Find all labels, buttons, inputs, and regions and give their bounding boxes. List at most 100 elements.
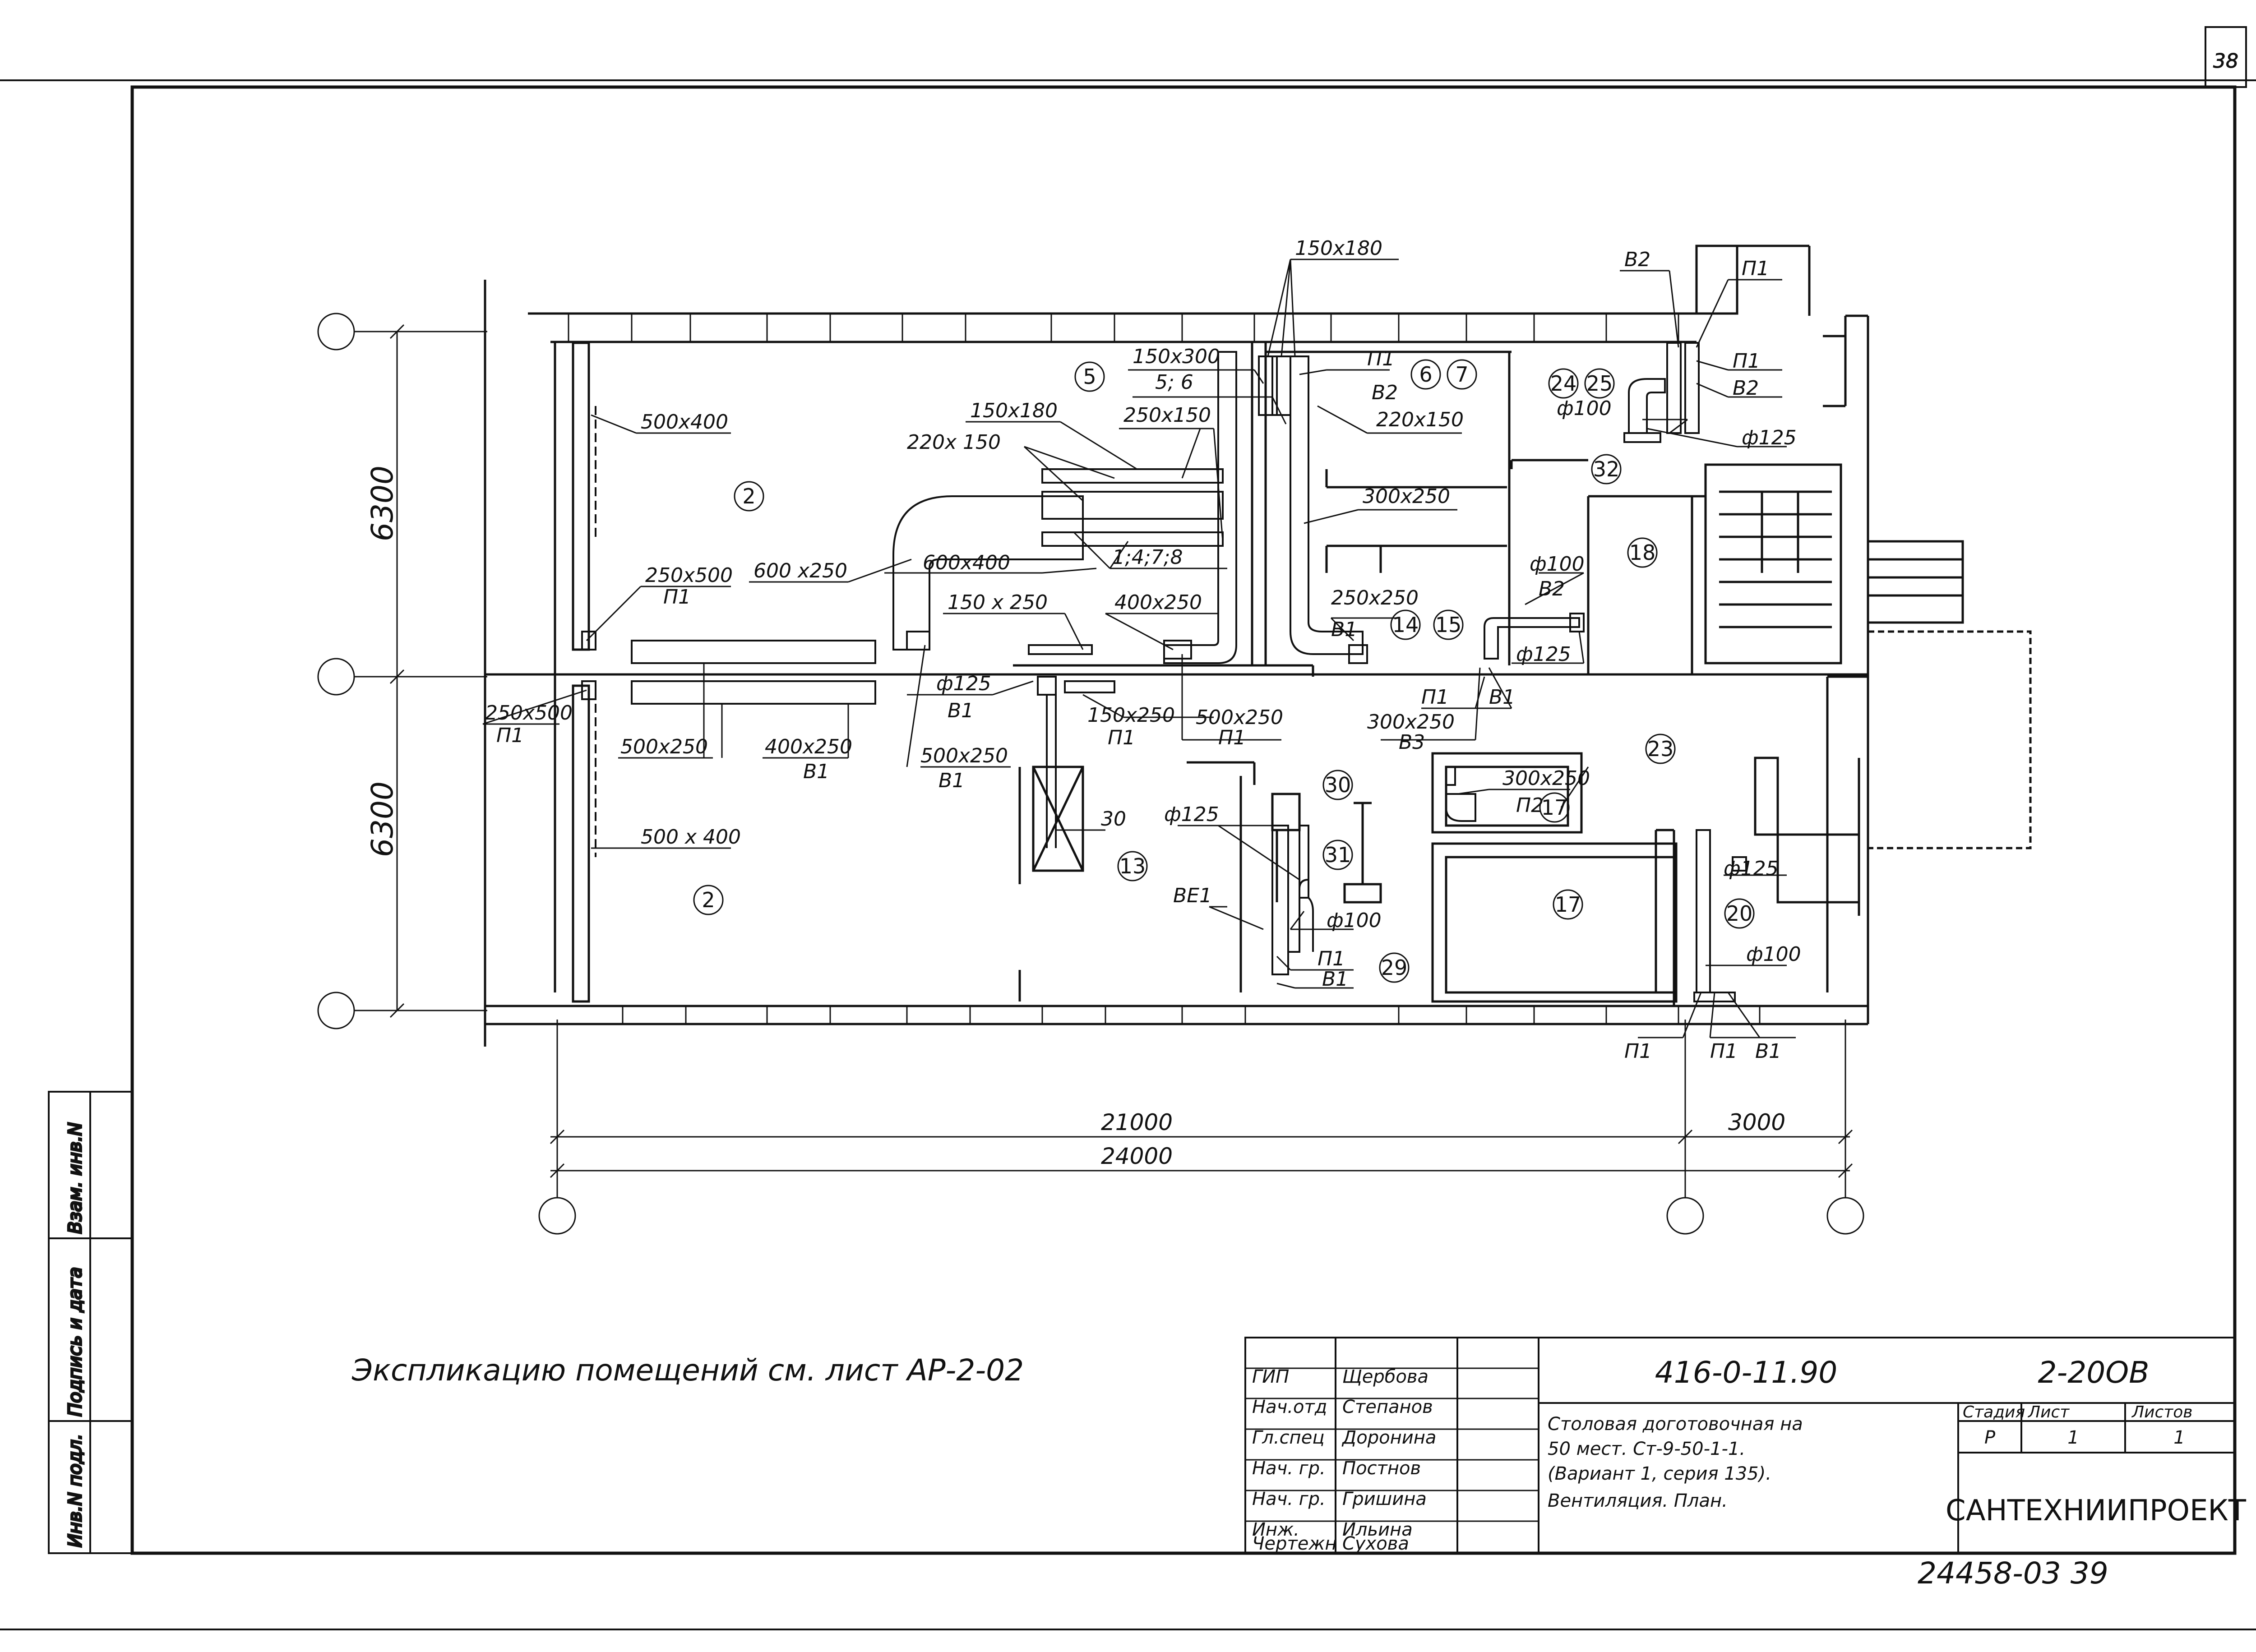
- leader-lines: [482, 258, 1796, 1038]
- room-23: 23: [1647, 737, 1674, 761]
- side-stamp: Инв.N подл. Подпись и дата Взам. инв.N: [48, 1091, 133, 1554]
- dim-24000: 24000: [1101, 1143, 1173, 1169]
- sheets-header: Листов: [2131, 1403, 2192, 1421]
- room-circles: [693, 359, 1755, 983]
- room-numbers: 2 2 5 6 7 13 14 15 17 17 18 20 23 24 25 …: [702, 362, 1752, 980]
- sheets-value: 1: [2173, 1427, 2185, 1448]
- sheet-number: 38: [2213, 50, 2238, 73]
- organization-name: САНТЕХНИИПРОЕКТ: [1946, 1494, 2247, 1527]
- role-3: Нач. гр.: [1252, 1458, 1326, 1479]
- dim-vertical-top: 6300: [365, 466, 400, 541]
- label-500x400-bottom: 500 x 400: [641, 826, 741, 849]
- sheet-code: 2-20ОВ: [2038, 1355, 2149, 1390]
- axis-bubble-bottom: [317, 992, 355, 1029]
- label-p1-b: П1: [496, 724, 524, 747]
- label-p1-f: П1: [1421, 686, 1449, 709]
- room-explication-note: Экспликацию помещений см. лист АР-2-02: [351, 1353, 1024, 1388]
- label-phi125-stair: ф125: [1742, 426, 1797, 449]
- role-2: Гл.спец: [1252, 1427, 1325, 1448]
- label-phi100-b2: ф100: [1530, 553, 1585, 576]
- title-block: [1244, 1337, 2236, 1554]
- label-b1-g: В1: [1755, 1040, 1781, 1063]
- label-500x250-b1: 500x250: [920, 744, 1008, 767]
- label-phi125-20: ф125: [1724, 857, 1779, 880]
- description-line-2: 50 мест. Ст-9-50-1-1.: [1548, 1439, 1745, 1459]
- label-b1-d: В1: [1331, 618, 1357, 641]
- name-1: Степанов: [1342, 1397, 1433, 1417]
- room-18: 18: [1629, 540, 1656, 565]
- label-150x180-left: 150x180: [970, 399, 1058, 422]
- label-400x250-mid: 400x250: [1114, 591, 1202, 614]
- axis-bubble-top: [317, 313, 355, 351]
- label-500x250: 500x250: [620, 735, 708, 758]
- axis-bubble-left: [538, 1197, 576, 1235]
- label-250x150: 250x150: [1123, 404, 1211, 427]
- room-17-small: 17: [1541, 795, 1568, 820]
- room-30: 30: [1325, 773, 1351, 797]
- label-250x250: 250x250: [1331, 586, 1419, 609]
- duct-labels: 500x400 500 x 400 250x500 П1 250x500 П1 …: [485, 237, 1801, 1063]
- label-150x250: 150 x 250: [948, 591, 1048, 614]
- footer-number: 24458-03 39: [1918, 1556, 2108, 1591]
- label-p1-j: П1: [1710, 1040, 1738, 1063]
- label-b2-b: В2: [1539, 577, 1565, 600]
- label-b3: В3: [1399, 731, 1425, 754]
- label-150x180-top: 150x180: [1295, 237, 1382, 260]
- name-3: Постнов: [1342, 1458, 1421, 1479]
- label-600x400: 600x400: [923, 551, 1010, 574]
- label-phi100-29: ф100: [1327, 909, 1382, 932]
- label-p1-c: П1: [1108, 726, 1135, 749]
- side-stamp-replace: Взам. инв.N: [65, 1122, 86, 1234]
- label-p1-h: П1: [1318, 947, 1345, 970]
- room-2-top: 2: [742, 484, 755, 508]
- label-be1: ВЕ1: [1173, 884, 1212, 907]
- sheet-frame: 38: [0, 26, 2256, 1630]
- name-6: Сухова: [1342, 1533, 1409, 1554]
- label-p2: П2: [1516, 794, 1544, 817]
- label-300x250-p2: 300x250: [1502, 767, 1590, 790]
- name-2: Доронина: [1341, 1427, 1436, 1448]
- role-0: ГИП: [1252, 1366, 1289, 1387]
- sheet-value: 1: [2067, 1427, 2079, 1448]
- label-phi125-b1: ф125: [936, 672, 991, 695]
- axis-bubble-center: [1666, 1197, 1704, 1235]
- label-p1-i: П1: [1624, 1040, 1652, 1063]
- side-stamp-sign: Подпись и дата: [65, 1267, 86, 1417]
- label-b2-a: В2: [1372, 381, 1398, 404]
- room-5: 5: [1083, 365, 1096, 389]
- label-b1-c: В1: [938, 769, 965, 792]
- room-6: 6: [1419, 362, 1432, 387]
- role-5: Инж.: [1252, 1519, 1299, 1540]
- label-p1-g: П1: [1733, 350, 1760, 373]
- label-250x500-top: 250x500: [645, 564, 733, 587]
- label-400x250-b1: 400x250: [765, 735, 852, 758]
- label-b2-top: В2: [1624, 248, 1650, 271]
- label-phi100-20: ф100: [1746, 943, 1801, 966]
- dim-vertical-bottom: 6300: [365, 781, 400, 857]
- axis-bubble-middle: [317, 658, 355, 696]
- room-13: 13: [1119, 854, 1146, 878]
- description-line-1: Столовая доготовочная на: [1548, 1414, 1803, 1435]
- label-250x500-bottom: 250x500: [485, 701, 573, 724]
- label-p1-d: П1: [1218, 726, 1246, 749]
- room-14: 14: [1392, 613, 1419, 637]
- label-phi125-29: ф125: [1164, 803, 1219, 826]
- label-600x250: 600 x250: [754, 559, 847, 582]
- label-b1-a: В1: [803, 760, 829, 783]
- building-walls: [484, 245, 2032, 1047]
- room-7: 7: [1455, 362, 1468, 387]
- label-nums-1478: 1;4;7;8: [1112, 546, 1183, 569]
- label-b1-b: В1: [948, 699, 974, 722]
- side-stamp-inv: Инв.N подл.: [65, 1434, 86, 1547]
- label-phi125-right: ф125: [1516, 643, 1571, 666]
- label-500x400-top: 500x400: [641, 411, 728, 434]
- room-31: 31: [1325, 843, 1351, 867]
- room-32: 32: [1593, 457, 1620, 481]
- name-5: Ильина: [1342, 1519, 1413, 1540]
- label-nums-56: 5; 6: [1155, 371, 1193, 394]
- room-25: 25: [1586, 371, 1613, 396]
- label-phi100-top: ф100: [1557, 397, 1612, 420]
- label-220x150-right: 220x150: [1376, 408, 1464, 431]
- description-line-4: Вентиляция. План.: [1548, 1490, 1728, 1511]
